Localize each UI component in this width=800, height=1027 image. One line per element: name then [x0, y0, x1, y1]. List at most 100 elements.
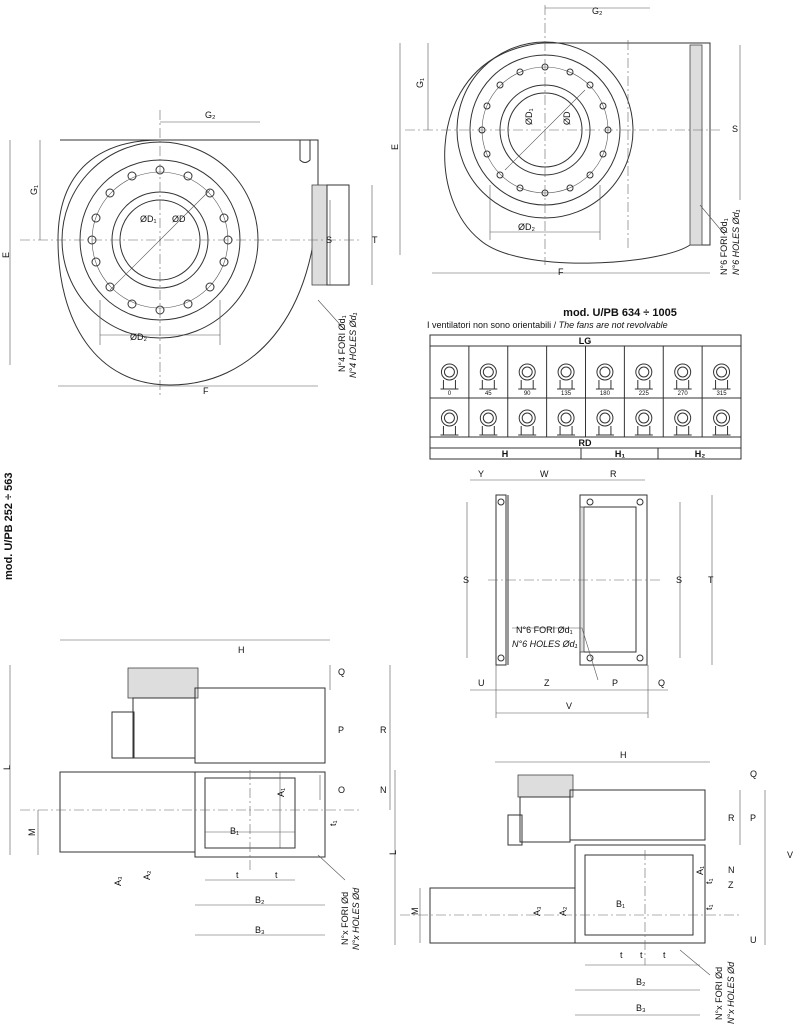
dim-b2: B₂ — [636, 977, 646, 987]
dim-z: Z — [728, 880, 734, 890]
angle-label: 180 — [600, 391, 611, 397]
holes-note-en: N°x HOLES Ød — [726, 961, 736, 1024]
dim-q: Q — [338, 667, 345, 677]
dim-d2: ØD₂ — [130, 332, 148, 342]
small-fan-front-view — [9, 110, 373, 395]
dim-s: S — [326, 235, 332, 245]
dim-p: P — [750, 813, 756, 823]
dim-a2: A₂ — [142, 870, 152, 880]
dim-s-left: S — [463, 575, 469, 585]
dim-h: H — [620, 750, 627, 760]
dim-t1-b: t₁ — [704, 904, 714, 910]
dim-a3: A₃ — [532, 906, 542, 916]
dim-a3: A₃ — [113, 876, 123, 886]
fan-orientation-icon — [557, 409, 576, 436]
dim-p: P — [338, 725, 344, 735]
holes-note-en: N°x HOLES Ød — [351, 887, 361, 950]
dim-a1: A₁ — [695, 866, 705, 875]
fan-orientation-icon — [634, 363, 653, 390]
footer-h1: H₁ — [615, 449, 625, 459]
dim-b1: B₁ — [230, 826, 239, 836]
dim-a1: A₁ — [276, 788, 286, 797]
holes-note-en: N°6 HOLES Ød₁ — [731, 209, 741, 275]
dim-t-b: t — [640, 950, 643, 960]
dim-a2: A₂ — [558, 906, 568, 916]
footer-h: H — [502, 449, 509, 459]
angle-label: 225 — [639, 391, 650, 397]
angle-label: 90 — [524, 391, 531, 397]
fan-orientation-icon — [518, 363, 537, 390]
holes-note-it: N°x FORI Ød — [714, 967, 724, 1020]
footer-h2: H₂ — [695, 449, 706, 459]
flange-labels: Y W R S S T U Z P Q V N°6 FORI Ød₁ N°6 H… — [463, 469, 714, 711]
rd-label: RD — [579, 438, 592, 448]
dim-t-c: t — [663, 950, 666, 960]
outlet-flange-view — [466, 479, 713, 718]
dim-r: R — [380, 725, 387, 735]
dim-h: H — [238, 645, 245, 655]
dim-t1-a: t₁ — [704, 878, 714, 884]
fan-orientation-icon — [712, 363, 731, 390]
dim-u: U — [750, 935, 757, 945]
angle-label: 135 — [561, 391, 572, 397]
large-fan-front-view — [399, 5, 741, 274]
small-side-labels: H Q P R O N L M A₁ B₁ t₁ A₃ A₂ t t B₂ B₃… — [2, 645, 387, 950]
dim-t: T — [372, 235, 378, 245]
dim-r: R — [610, 469, 617, 479]
small-model-title: mod. U/PB 252 ÷ 563 — [3, 472, 15, 580]
dim-s: S — [732, 124, 738, 134]
dim-p: P — [612, 678, 618, 688]
holes-note-it: N°6 FORI Ød₁ — [719, 218, 729, 275]
fan-orientation-icon — [440, 363, 459, 390]
dim-w: W — [540, 469, 549, 479]
dim-o: O — [338, 785, 345, 795]
fan-orientation-icon — [673, 409, 692, 436]
dim-v: V — [787, 850, 793, 860]
dim-z: Z — [544, 678, 550, 688]
dim-e: E — [390, 144, 400, 150]
dim-g1: G₁ — [415, 78, 425, 88]
large-fan-front-labels: G₂ G₁ E ØD₁ ØD S ØD₂ F N°6 FORI Ød₁ N°6 … — [390, 6, 741, 277]
angle-label: 270 — [678, 391, 689, 397]
dim-t-a: t — [236, 870, 239, 880]
large-side-labels: H Q R P V L N t₁ Z t₁ M A₃ A₂ B₁ A₁ U t … — [388, 750, 793, 1024]
fan-orientation-icon — [479, 409, 498, 436]
dim-f: F — [203, 386, 209, 396]
dim-b2: B₂ — [255, 895, 265, 905]
holes-note-en: N°6 HOLES Ød₁ — [512, 639, 578, 649]
lg-label: LG — [579, 336, 592, 346]
dim-b3: B₃ — [255, 925, 265, 935]
fan-orientation-icon — [595, 363, 614, 390]
fan-orientation-icon — [673, 363, 692, 390]
fan-orientation-icon — [557, 363, 576, 390]
dim-d1: ØD₁ — [140, 214, 157, 224]
dim-l: L — [388, 850, 398, 855]
subtitle: I ventilatori non sono orientabili / The… — [427, 320, 668, 330]
dim-q: Q — [658, 678, 665, 688]
subtitle-en: The fans are not revolvable — [559, 320, 668, 330]
dim-g2: G₂ — [205, 110, 216, 120]
dim-s-right: S — [676, 575, 682, 585]
dim-b3: B₃ — [636, 1003, 646, 1013]
dim-d1: ØD₁ — [524, 108, 534, 125]
dim-t-a: t — [620, 950, 623, 960]
dim-f: F — [558, 267, 564, 277]
dim-m: M — [27, 829, 37, 837]
dim-g1: G₁ — [29, 185, 39, 195]
angle-label: 315 — [717, 391, 728, 397]
holes-note-it: N°4 FORI Ød₁ — [337, 315, 347, 372]
dim-g2: G₂ — [592, 6, 603, 16]
fan-orientation-icon — [440, 409, 459, 436]
angle-label: 45 — [485, 391, 492, 397]
dim-t-b: t — [275, 870, 278, 880]
dim-q: Q — [750, 769, 757, 779]
holes-note-en: N°4 HOLES Ød₁ — [348, 312, 358, 378]
dim-d: ØD — [172, 214, 186, 224]
dim-v: V — [566, 701, 572, 711]
dim-d: ØD — [562, 111, 572, 125]
dim-u: U — [478, 678, 485, 688]
dim-n: N — [728, 865, 735, 875]
fan-orientation-icon — [712, 409, 731, 436]
dim-m: M — [410, 908, 420, 916]
